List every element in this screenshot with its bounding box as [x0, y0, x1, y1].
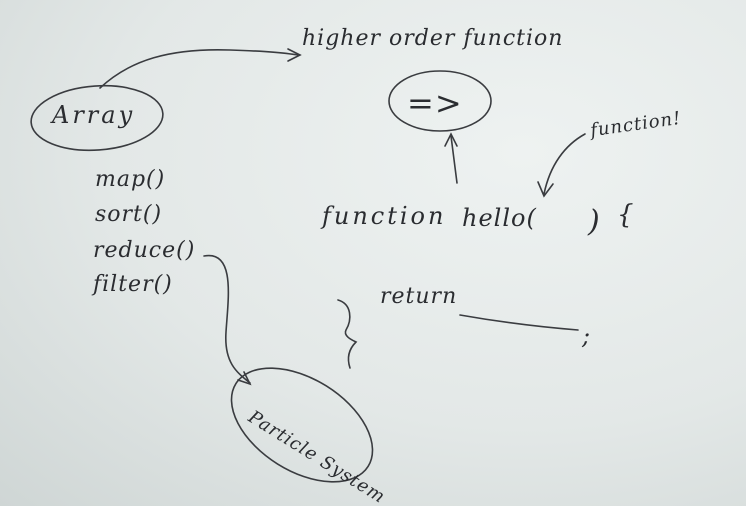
arrow-function-circle	[388, 70, 492, 132]
method-filter: filter()	[93, 272, 173, 297]
higher-order-function-label: higher order function	[302, 26, 564, 51]
array-to-hof-arrowhead	[287, 48, 302, 62]
method-reduce: reduce()	[93, 238, 196, 263]
hello-label: hello(	[462, 204, 537, 232]
function-note-arrowhead	[537, 181, 554, 198]
semicolon: ;	[582, 322, 592, 350]
function-keyword: function	[322, 202, 447, 230]
close-paren: )	[588, 204, 601, 239]
return-line	[459, 314, 579, 331]
particle-system-circle	[230, 367, 374, 483]
closing-brace	[337, 299, 358, 369]
up-arrow	[450, 135, 458, 184]
arrow-function-symbol: =>	[407, 84, 463, 122]
method-sort: sort()	[95, 202, 163, 227]
open-brace: {	[617, 200, 635, 230]
array-to-hof-arrow	[99, 48, 301, 89]
reduce-arrow	[203, 254, 251, 384]
return-keyword: return	[380, 284, 458, 309]
method-map: map()	[95, 167, 166, 192]
function-note-arrow	[543, 133, 586, 195]
array-label: Array	[52, 101, 136, 129]
reduce-arrowhead	[237, 371, 252, 386]
up-arrow-head	[444, 132, 458, 147]
array-circle	[30, 84, 164, 152]
